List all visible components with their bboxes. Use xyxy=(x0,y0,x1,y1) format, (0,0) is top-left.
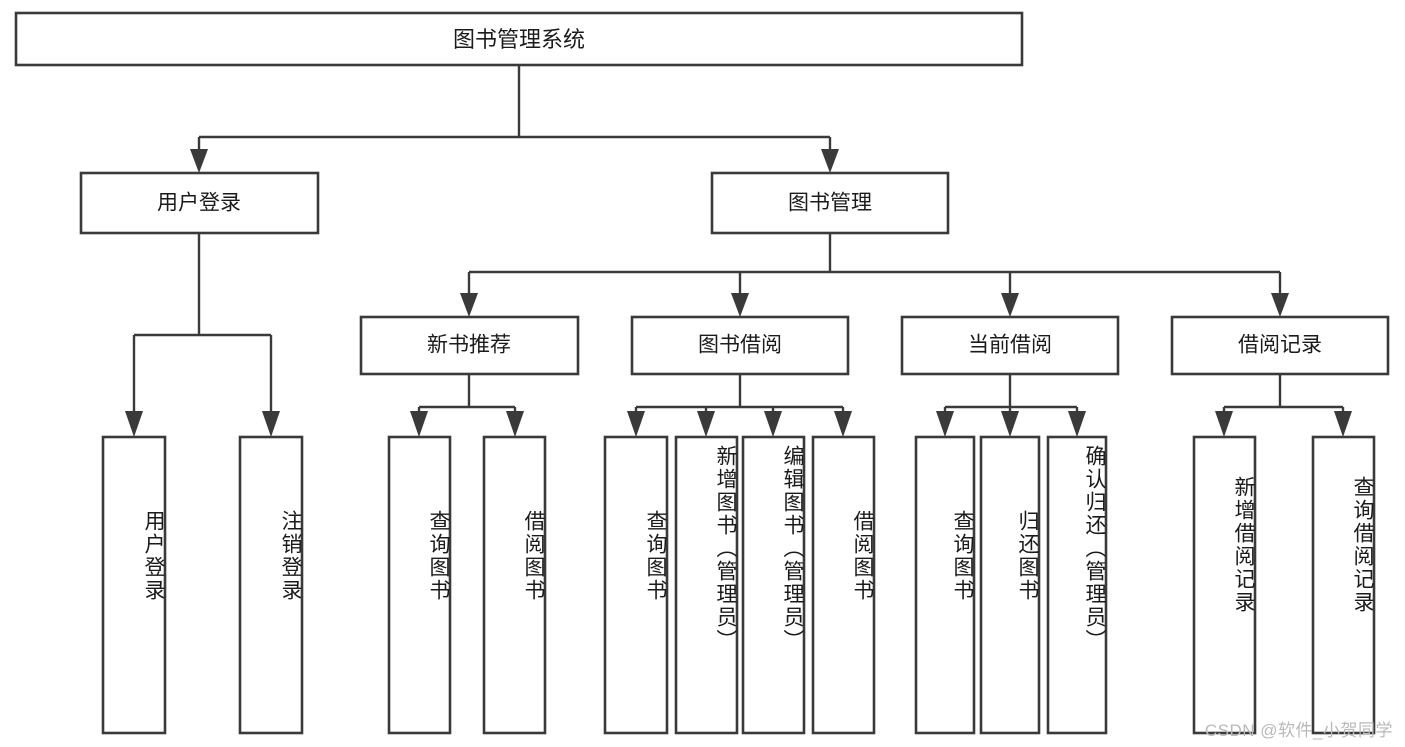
node-root-label: 图书管理系统 xyxy=(453,27,585,52)
arrow-book-manage-to-current xyxy=(1001,293,1019,317)
leaf-box-confirm-return[interactable] xyxy=(1046,435,1108,735)
node-book-manage-label: 图书管理 xyxy=(788,192,872,215)
leaf-box-borrow-book[interactable] xyxy=(811,435,876,735)
node-root-box[interactable] xyxy=(14,11,1024,67)
arrow-current-leaf-2 xyxy=(1001,411,1019,437)
node-new-books[interactable]: 新书推荐 xyxy=(359,315,580,376)
arrow-book-manage-to-records xyxy=(1271,293,1289,317)
arrow-book-manage-to-borrow xyxy=(731,293,749,317)
arrow-borrow-leaf-1 xyxy=(627,411,645,437)
node-book-manage-box[interactable] xyxy=(710,171,950,235)
arrow-borrow-leaf-2 xyxy=(697,411,715,437)
leaf-box-logout[interactable] xyxy=(238,435,304,735)
leaf-box-layer xyxy=(101,435,1376,735)
connector-layer xyxy=(125,65,1352,437)
node-root[interactable]: 图书管理系统 xyxy=(14,11,1024,67)
node-book-manage[interactable]: 图书管理 xyxy=(710,171,950,235)
node-borrow-records-label: 借阅记录 xyxy=(1238,334,1322,357)
node-book-borrow-box[interactable] xyxy=(630,315,850,376)
arrow-user-login-leaf-2 xyxy=(262,411,280,437)
node-book-borrow[interactable]: 图书借阅 xyxy=(630,315,850,376)
arrow-user-login-leaf-1 xyxy=(125,411,143,437)
leaf-box-query-record[interactable] xyxy=(1311,435,1376,735)
node-user-login-label: 用户登录 xyxy=(157,192,241,215)
arrow-borrow-leaf-4 xyxy=(834,411,852,437)
leaf-box-add-record[interactable] xyxy=(1192,435,1257,735)
arrow-current-leaf-1 xyxy=(936,411,954,437)
arrow-root-to-book-manage xyxy=(821,149,839,173)
node-new-books-label: 新书推荐 xyxy=(427,334,511,357)
leaf-box-query-books-cur[interactable] xyxy=(914,435,976,735)
node-borrow-records[interactable]: 借阅记录 xyxy=(1170,315,1390,376)
arrow-new-books-leaf-2 xyxy=(506,411,524,437)
leaf-box-edit-book-admin[interactable] xyxy=(741,435,806,735)
arrow-records-leaf-1 xyxy=(1215,411,1233,437)
leaf-box-user-login[interactable] xyxy=(101,435,167,735)
arrow-current-leaf-3 xyxy=(1068,411,1086,437)
node-current-borrow-box[interactable] xyxy=(900,315,1120,376)
node-book-borrow-label: 图书借阅 xyxy=(698,334,782,357)
leaf-box-return-book[interactable] xyxy=(979,435,1041,735)
leaf-box-add-book-admin[interactable] xyxy=(674,435,739,735)
leaf-box-query-books-borrow[interactable] xyxy=(603,435,669,735)
arrow-new-books-leaf-1 xyxy=(410,411,428,437)
csdn-watermark: CSDN @软件_小贺同学 xyxy=(1204,721,1393,740)
node-new-books-box[interactable] xyxy=(359,315,580,376)
node-user-login-box[interactable] xyxy=(79,171,320,235)
node-user-login[interactable]: 用户登录 xyxy=(79,171,320,235)
arrow-book-manage-to-new-books xyxy=(460,293,478,317)
node-current-borrow[interactable]: 当前借阅 xyxy=(900,315,1120,376)
node-borrow-records-box[interactable] xyxy=(1170,315,1390,376)
arrow-borrow-leaf-3 xyxy=(764,411,782,437)
leaf-box-borrow-books-new[interactable] xyxy=(482,435,547,735)
arrow-root-to-user-login xyxy=(190,149,208,173)
leaf-box-query-books-new[interactable] xyxy=(387,435,452,735)
arrow-records-leaf-2 xyxy=(1334,411,1352,437)
node-current-borrow-label: 当前借阅 xyxy=(968,334,1052,357)
